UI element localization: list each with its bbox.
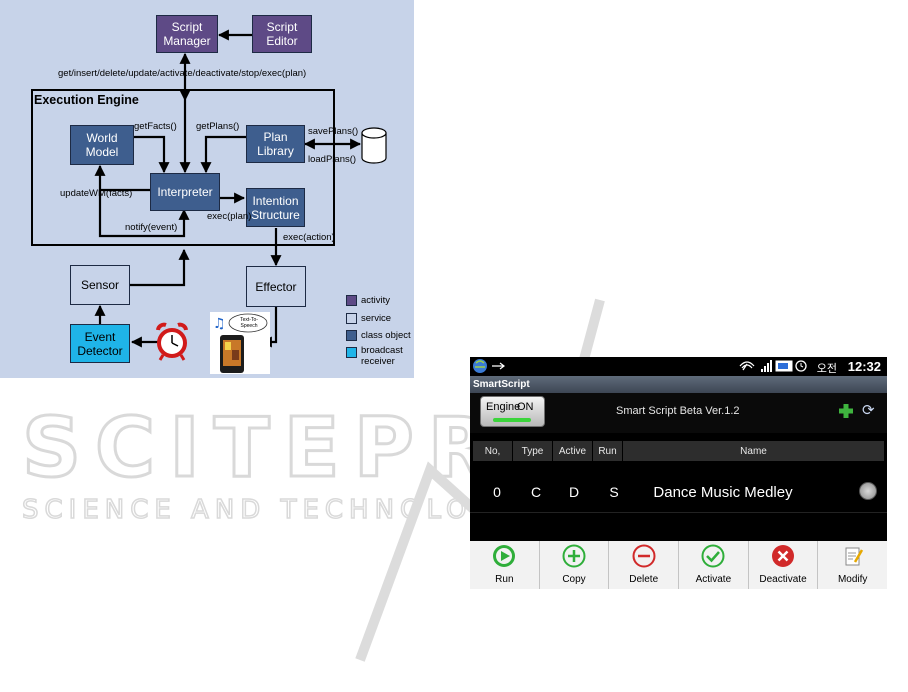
diagram-connectors xyxy=(94,29,387,361)
legend-label-class-object: class object xyxy=(361,330,411,341)
label-notify: notify(event) xyxy=(125,222,178,233)
run-label: Run xyxy=(495,574,514,585)
label-exec-plan: exec(plan) xyxy=(207,211,252,222)
wifi-icon xyxy=(739,361,755,371)
delete-button[interactable]: Delete xyxy=(609,541,680,589)
node-interpreter: Interpreter xyxy=(150,173,220,211)
engine-status-led xyxy=(493,418,531,422)
edge-getplans xyxy=(200,135,246,174)
refresh-icon[interactable]: ⟳ xyxy=(862,402,875,419)
architecture-diagram: Execution Engine Script Manager Script E… xyxy=(0,0,414,378)
node-effector: Effector xyxy=(246,266,306,307)
speech-bubble xyxy=(228,313,268,333)
cell-name: Dance Music Medley xyxy=(653,483,793,501)
minus-circle-icon xyxy=(632,544,656,568)
plus-circle-icon xyxy=(562,544,586,568)
execution-engine-frame xyxy=(31,89,335,246)
row-divider xyxy=(470,512,887,513)
activate-label: Activate xyxy=(695,574,732,585)
legend-swatch-class-object xyxy=(346,330,357,341)
activate-button[interactable]: Activate xyxy=(679,541,749,589)
row-select-toggle[interactable] xyxy=(859,482,877,500)
status-bar: 오전 12:32 xyxy=(470,357,887,376)
col-header-active: Active xyxy=(553,441,593,461)
play-icon xyxy=(493,545,516,567)
alarm-clock-icon xyxy=(156,322,188,361)
legend-swatch-activity xyxy=(346,295,357,306)
cell-no: 0 xyxy=(493,484,501,500)
app-version: Smart Script Beta Ver.1.2 xyxy=(616,405,740,417)
node-event-detector: Event Detector xyxy=(70,324,130,363)
smartphone-illustration: ♫ Text-To-Speech xyxy=(210,312,270,374)
edge-notify xyxy=(98,190,190,238)
delete-label: Delete xyxy=(629,574,659,585)
x-circle-icon xyxy=(772,545,795,567)
edit-note-icon xyxy=(845,547,863,566)
cell-active: D xyxy=(568,484,580,500)
edge-getfacts xyxy=(134,135,170,174)
run-button[interactable]: Run xyxy=(470,541,540,589)
cell-type: C xyxy=(530,484,542,500)
label-getplans: getPlans() xyxy=(196,121,240,132)
status-time: 12:32 xyxy=(847,359,881,374)
node-script-editor: Script Editor xyxy=(252,15,312,53)
app-toolbar: Engine ON Smart Script Beta Ver.1.2 ⟳ xyxy=(470,393,887,433)
signal-icon xyxy=(761,360,772,372)
node-plan-library: Plan Library xyxy=(246,125,305,163)
modify-button[interactable]: Modify xyxy=(818,541,887,589)
col-header-name: Name xyxy=(623,441,884,461)
legend-swatch-service xyxy=(346,313,357,324)
edge-sensor-interpreter xyxy=(130,248,190,287)
engine-toggle-label: Engine xyxy=(486,401,521,413)
deactivate-button[interactable]: Deactivate xyxy=(748,541,819,589)
legend-label-broadcast: broadcast receiver xyxy=(361,345,403,367)
col-header-type: Type xyxy=(513,441,553,461)
alarm-icon xyxy=(795,360,807,372)
svg-text:♫: ♫ xyxy=(213,316,226,332)
col-header-no: No, xyxy=(473,441,513,461)
engine-toggle-button[interactable]: Engine ON xyxy=(480,396,545,427)
action-bar: Run Copy Delete Activate xyxy=(470,541,887,589)
label-loadplans: loadPlans() xyxy=(308,154,357,165)
battery-icon xyxy=(775,360,793,372)
usb-icon xyxy=(492,362,505,370)
modify-label: Modify xyxy=(837,574,868,585)
database-icon xyxy=(361,127,387,164)
node-sensor: Sensor xyxy=(70,265,130,305)
node-world-model: World Model xyxy=(70,125,134,165)
label-getfacts: getFacts() xyxy=(134,121,177,132)
legend-label-activity: activity xyxy=(361,295,391,306)
tts-bubble-text: Text-To-Speech xyxy=(240,317,258,329)
node-script-manager: Script Manager xyxy=(156,15,218,53)
label-updatewm: updateWM(facts) xyxy=(60,188,133,199)
label-manager-api: get/insert/delete/update/activate/deacti… xyxy=(58,68,307,79)
copy-label: Copy xyxy=(562,574,586,585)
table-header: No, Type Active Run Name xyxy=(473,441,884,461)
engine-toggle-state: ON xyxy=(517,401,534,413)
music-note-icon: ♫ xyxy=(213,316,226,332)
label-saveplans: savePlans() xyxy=(308,126,359,137)
node-intention-structure: Intention Structure xyxy=(246,188,305,227)
execution-engine-title: Execution Engine xyxy=(34,93,139,107)
table-row[interactable]: 0 C D S Dance Music Medley xyxy=(470,474,887,510)
add-icon[interactable] xyxy=(838,403,854,419)
legend-swatch-broadcast xyxy=(346,347,357,358)
col-header-run: Run xyxy=(593,441,623,461)
check-icon xyxy=(701,544,725,568)
deactivate-label: Deactivate xyxy=(759,574,807,585)
smartscript-app: 오전 12:32 SmartScript Engine ON Smart Scr… xyxy=(470,357,887,589)
cell-run: S xyxy=(609,484,619,500)
copy-button[interactable]: Copy xyxy=(539,541,610,589)
legend-label-service: service xyxy=(361,313,392,324)
label-exec-action: exec(action) xyxy=(283,232,335,243)
app-title: SmartScript xyxy=(470,376,887,393)
status-ampm: 오전 xyxy=(816,363,837,375)
